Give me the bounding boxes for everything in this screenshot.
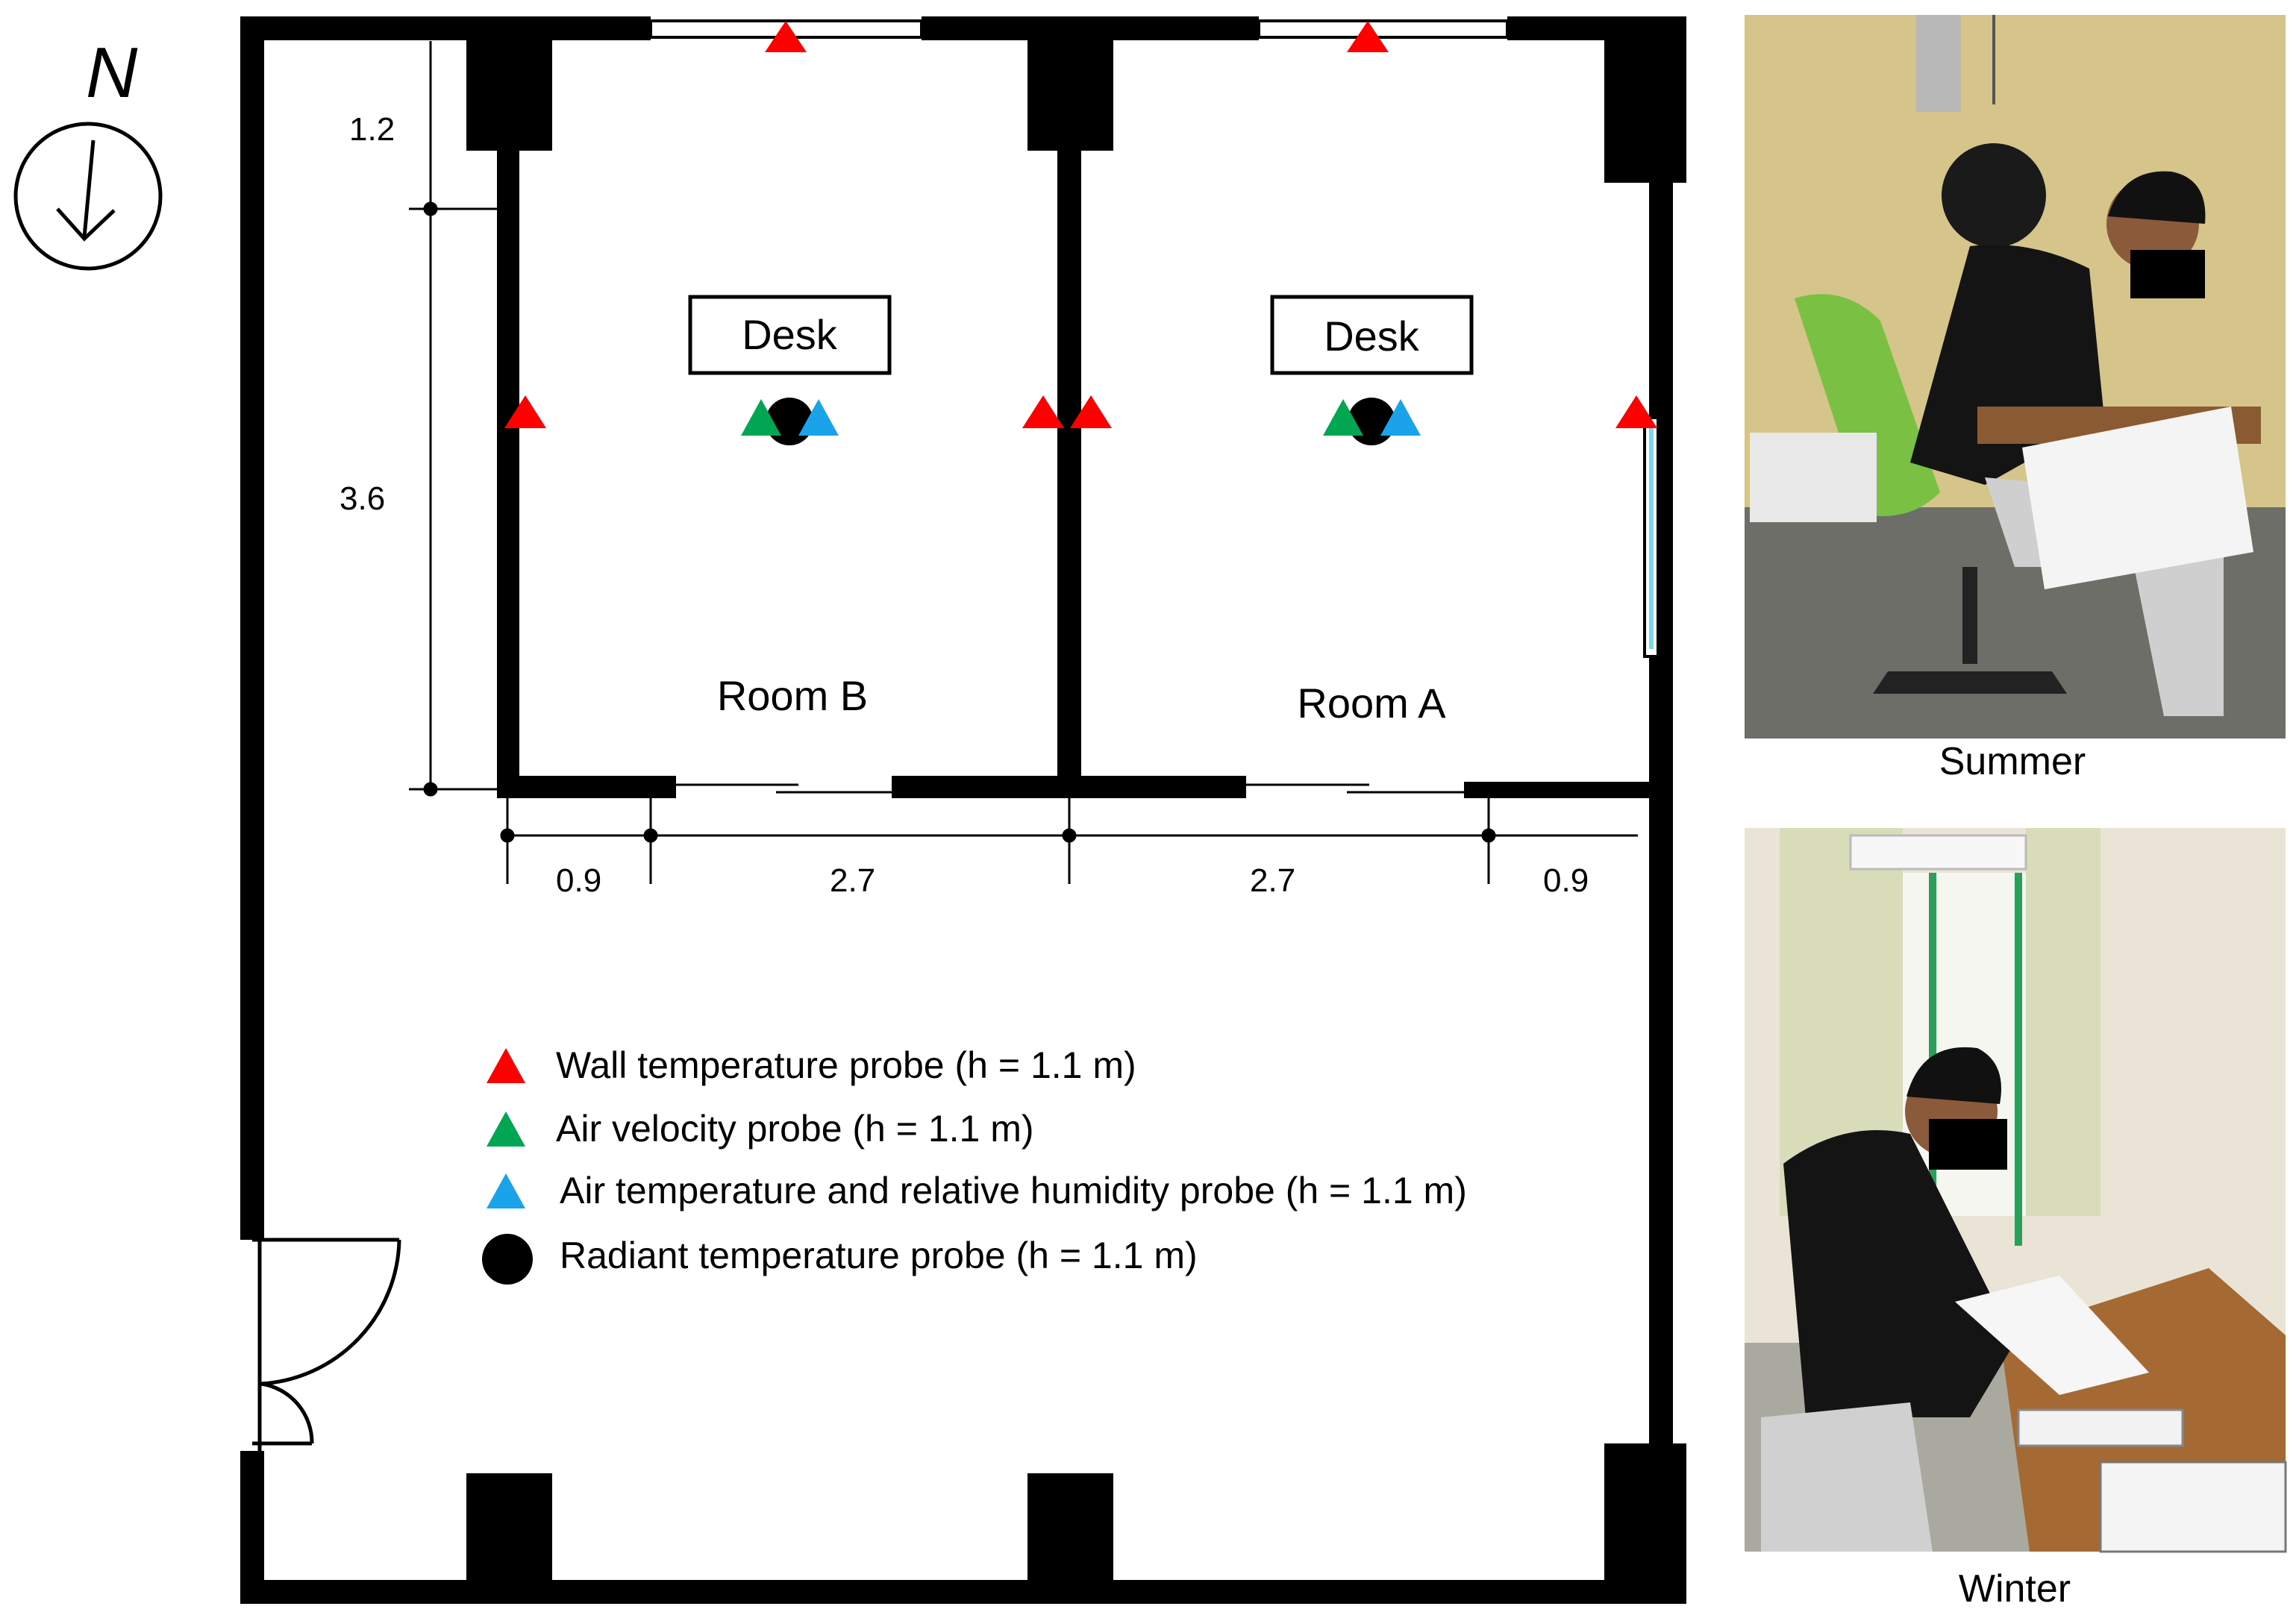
outer-walls [240,16,1686,1604]
desk-room-a: Desk [1270,295,1474,375]
air-temp-rh-probe-room-a [1380,399,1421,436]
winter-photo-meter [2017,1408,2184,1447]
compass-circle [13,122,163,271]
summer-photo-chair-base [1873,671,2067,694]
compass-arrow-head [56,207,116,242]
legend-symbol-air-temp-rh [487,1173,525,1208]
entrance-door [252,1238,401,1451]
legend-label-air-temp-rh: Air temperature and relative humidity pr… [560,1170,1467,1211]
dim-dot-h4 [1481,828,1496,843]
desk-probes-room-b [741,398,839,445]
summer-photo-duct [1916,15,1961,112]
desk-room-b-label: Desk [742,311,838,358]
dim-dot-h1 [500,828,515,843]
winter-photo-aircon [1849,834,2027,871]
dim-dot-h2 [643,828,658,843]
wall-south-room-b-left [497,776,676,798]
column-sw [466,1473,552,1593]
dim-label-0-9-right: 0.9 [1543,862,1589,899]
wall-north-a [240,16,651,40]
east-window [1643,416,1660,658]
winter-photo-face-censor [1929,1119,2007,1170]
columns [466,22,1686,1604]
winter-photo-tablet [2099,1461,2287,1553]
wall-west-top [240,16,264,1240]
wall-probe-north-a [1347,21,1389,52]
room-a-label: Room A [1297,680,1446,727]
sliding-doors [676,783,1464,794]
summer-photo-chair-back [1795,294,1940,516]
wall-probe-divider-b [1022,395,1064,428]
winter-photo-paper [1955,1276,2149,1395]
wall-probe-north-b [765,21,807,52]
wall-probe-west-b [504,395,546,428]
north-label: N [86,33,138,113]
dim-dot-bottom [423,782,438,797]
door-swing-arc-small [260,1382,314,1444]
winter-photo-person-legs [1761,1402,1933,1552]
dim-dot-top [423,201,438,216]
desk-room-b: Desk [688,295,892,375]
air-velocity-probe-room-b [741,399,781,436]
window-north-room-a [1257,19,1509,39]
air-temp-rh-probe-room-b [798,399,839,436]
desk-probes-room-a [1323,398,1421,445]
legend-symbol-radiant [482,1234,533,1285]
summer-photo [1745,15,2286,739]
column-ne [1604,22,1686,183]
air-velocity-probe-room-a [1323,399,1363,436]
dim-label-2-7-right: 2.7 [1250,862,1295,899]
summer-photo-caption: Summer [1939,740,2086,783]
legend-label-air-velocity: Air velocity probe (h = 1.1 m) [556,1108,1034,1150]
door-swing-arc-large [260,1239,401,1386]
desk-room-a-label: Desk [1324,313,1420,360]
east-window-glass [1649,425,1654,649]
summer-photo-globe [1942,143,2046,248]
wall-probe-east-a [1615,395,1657,428]
north-compass: N [13,33,163,271]
compass-arrow-shaft [82,139,96,238]
wall-south-room-a-right [1464,782,1651,798]
dim-label-2-7-left: 2.7 [830,862,875,899]
winter-photo-caption: Winter [1959,1567,2071,1611]
column-se [1604,1443,1686,1604]
winter-photo-stand-pole-2 [2015,873,2022,1246]
dim-label-0-9-left: 0.9 [556,862,601,899]
legend-symbol-air-velocity [487,1111,525,1147]
summer-photo-chair-post [1962,567,1977,664]
wall-room-b-west [497,145,519,794]
summer-photo-person-hair [2108,171,2206,224]
dim-label-3-6: 3.6 [340,480,385,517]
wall-east [1649,16,1673,1604]
dim-label-1-2: 1.2 [349,111,395,148]
winter-photo-curtain-right [2026,828,2101,1216]
wall-probe-divider-a [1070,395,1112,428]
desk-room-b-box [688,295,892,375]
wall-temperature-probes [504,21,1657,428]
legend: Wall temperature probe (h = 1.1 m) Air v… [482,1044,1467,1285]
wall-south [240,1580,1686,1604]
legend-label-radiant: Radiant temperature probe (h = 1.1 m) [560,1235,1198,1276]
winter-photo [1745,828,2287,1553]
wall-west-bottom [240,1451,264,1604]
dimension-labels: 1.2 3.6 0.9 2.7 2.7 0.9 [340,111,1589,899]
summer-photo-face-censor [2130,250,2205,298]
legend-symbol-wall-temp [487,1048,525,1083]
dim-dot-h3 [1062,828,1077,843]
column-nw [466,22,552,151]
desk-room-a-box [1270,295,1474,375]
wall-south-mid [892,776,1246,798]
column-s-mid [1027,1473,1113,1593]
winter-photo-person-torso [1783,1130,2015,1417]
summer-photo-paper [2022,407,2253,589]
room-walls [497,145,1651,798]
dimension-lines [409,41,1638,884]
legend-label-wall-temp: Wall temperature probe (h = 1.1 m) [556,1044,1136,1086]
winter-photo-person-hair [1906,1047,2001,1104]
wall-room-divider [1057,145,1081,794]
column-n-mid [1027,22,1113,151]
room-b-label: Room B [717,672,868,719]
summer-photo-device [1750,433,1877,522]
